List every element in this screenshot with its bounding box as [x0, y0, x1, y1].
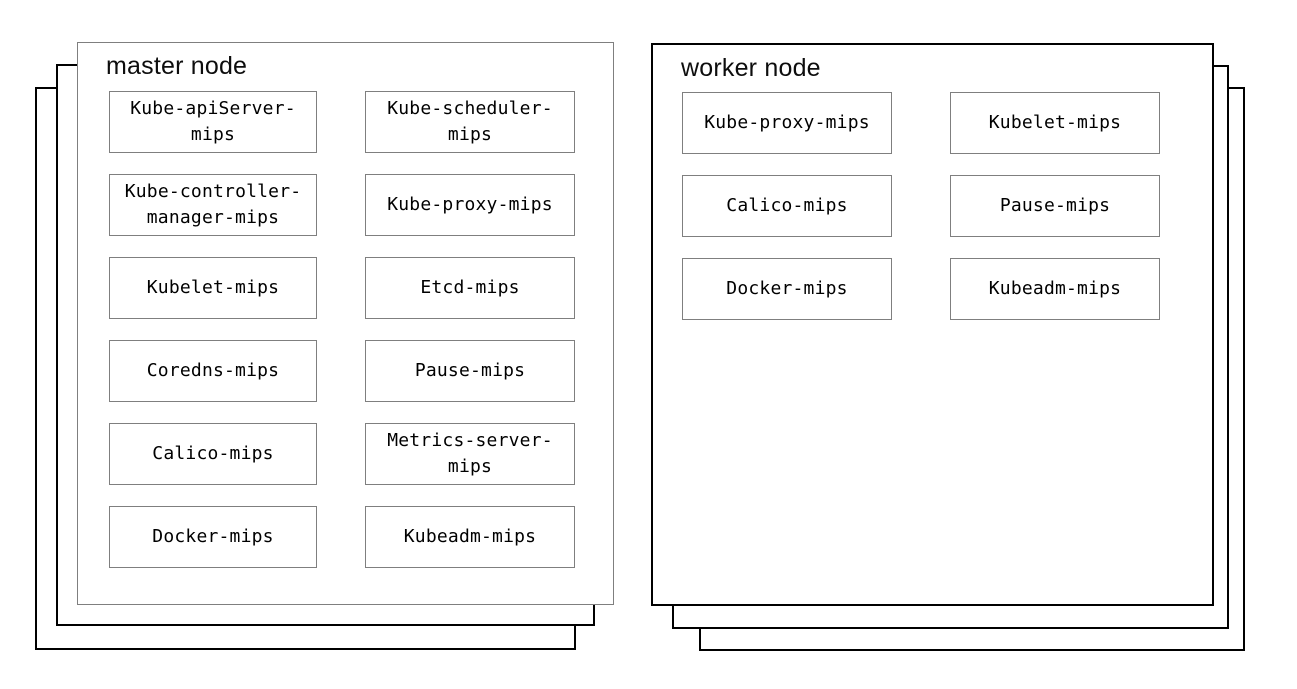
worker-node-group: worker node Kube-proxy-mips Kubelet-mips… — [651, 43, 1214, 606]
component-box-worker-docker-mips: Docker-mips — [682, 258, 892, 320]
component-box-master-pause-mips: Pause-mips — [365, 340, 575, 402]
component-box-worker-kubelet-mips: Kubelet-mips — [950, 92, 1160, 154]
component-label: Calico-mips — [152, 443, 274, 464]
component-label: Kube-proxy-mips — [704, 112, 870, 133]
component-box-master-kube-proxy-mips: Kube-proxy-mips — [365, 174, 575, 236]
component-box-metrics-server-mips: Metrics-server- mips — [365, 423, 575, 485]
component-label: Kubelet-mips — [146, 277, 280, 298]
master-node-title: master node — [106, 52, 248, 80]
component-label: Coredns-mips — [146, 360, 280, 381]
component-label: Kubeadm-mips — [988, 278, 1122, 299]
component-box-kube-controller-manager-mips: Kube-controller- manager-mips — [109, 174, 317, 236]
component-label: Pause-mips — [999, 195, 1111, 216]
component-label: Kubelet-mips — [988, 112, 1122, 133]
worker-node-component-grid: Kube-proxy-mips Kubelet-mips Calico-mips… — [682, 92, 1160, 320]
component-box-kube-apiserver-mips: Kube-apiServer- mips — [109, 91, 317, 153]
component-label: Kubeadm-mips — [403, 526, 537, 547]
component-box-kube-scheduler-mips: Kube-scheduler- mips — [365, 91, 575, 153]
component-label: Kube-proxy-mips — [387, 194, 553, 215]
component-box-coredns-mips: Coredns-mips — [109, 340, 317, 402]
master-node-group: master node Kube-apiServer- mips Kube-sc… — [77, 42, 614, 605]
component-label: Pause-mips — [414, 360, 526, 381]
component-label: Docker-mips — [726, 278, 848, 299]
component-label: Metrics-server- mips — [387, 430, 553, 477]
component-label: Calico-mips — [726, 195, 848, 216]
component-box-worker-kube-proxy-mips: Kube-proxy-mips — [682, 92, 892, 154]
component-box-worker-kubeadm-mips: Kubeadm-mips — [950, 258, 1160, 320]
component-box-master-kubeadm-mips: Kubeadm-mips — [365, 506, 575, 568]
worker-node-title: worker node — [681, 54, 821, 82]
component-box-master-calico-mips: Calico-mips — [109, 423, 317, 485]
master-node-component-grid: Kube-apiServer- mips Kube-scheduler- mip… — [109, 91, 575, 568]
component-box-master-docker-mips: Docker-mips — [109, 506, 317, 568]
component-box-master-kubelet-mips: Kubelet-mips — [109, 257, 317, 319]
component-label: Kube-apiServer- mips — [130, 98, 296, 145]
component-box-worker-calico-mips: Calico-mips — [682, 175, 892, 237]
component-label: Docker-mips — [152, 526, 274, 547]
component-label: Etcd-mips — [420, 277, 520, 298]
component-box-etcd-mips: Etcd-mips — [365, 257, 575, 319]
component-box-worker-pause-mips: Pause-mips — [950, 175, 1160, 237]
component-label: Kube-scheduler- mips — [387, 98, 553, 145]
component-label: Kube-controller- manager-mips — [124, 181, 302, 228]
